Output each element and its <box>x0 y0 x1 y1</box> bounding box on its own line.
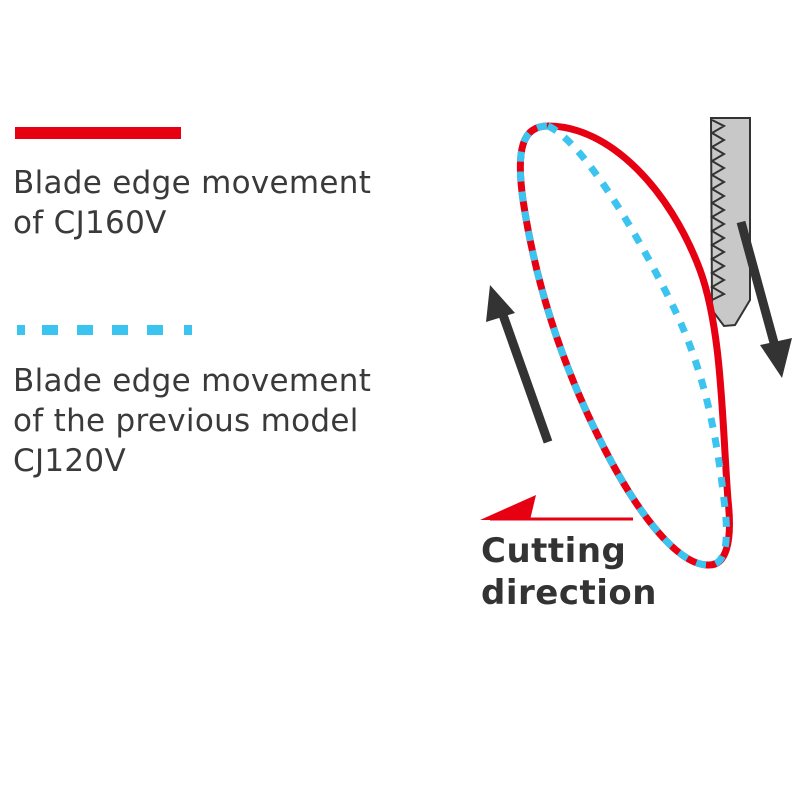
legend-red-solid-line <box>15 127 181 139</box>
arrow-down-icon <box>736 220 792 378</box>
cj120v-orbit-path <box>516 122 730 569</box>
cj160v-orbit-path <box>516 122 733 569</box>
cutting-direction-arrow-icon <box>480 495 633 521</box>
legend-label-cj120v: Blade edge movement of the previous mode… <box>13 363 372 479</box>
legend-label-cj160v: Blade edge movement of CJ160V <box>13 165 372 241</box>
arrow-up-icon <box>486 285 553 444</box>
legend-blue-dashed-line <box>15 325 192 335</box>
cutting-direction-label: Cutting direction <box>481 531 657 613</box>
